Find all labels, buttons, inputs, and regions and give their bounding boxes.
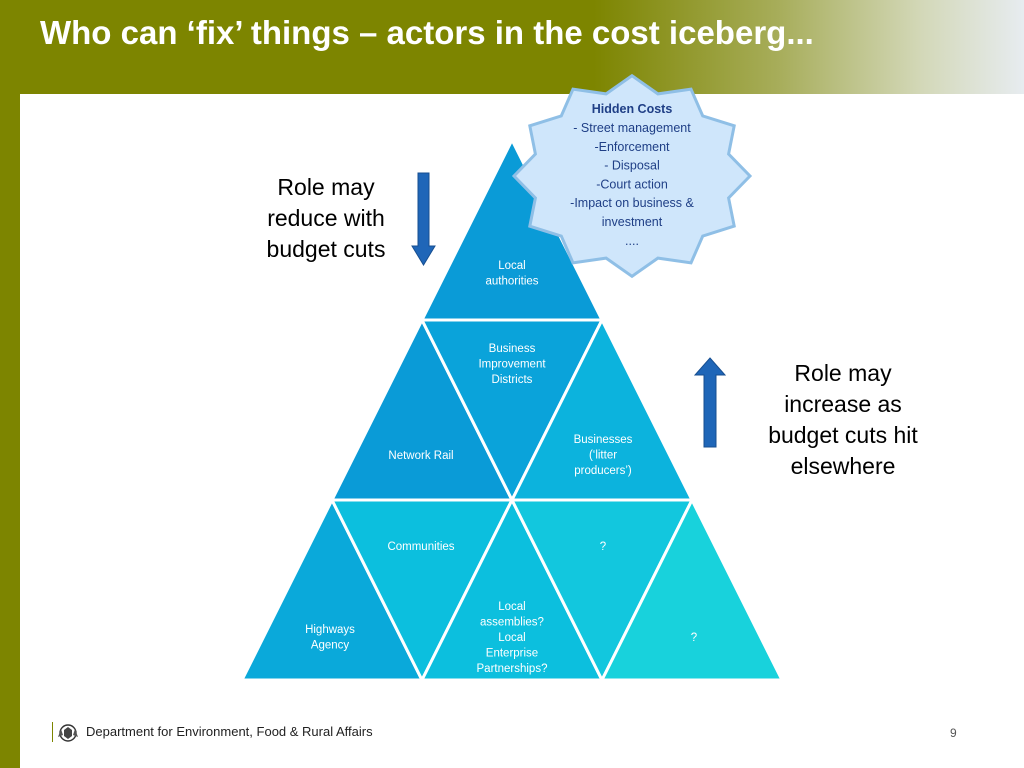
arrow-down-icon <box>411 172 436 266</box>
royal-crest-icon <box>58 724 78 742</box>
slide-title: Who can ‘fix’ things – actors in the cos… <box>40 14 814 51</box>
footer-divider <box>52 722 53 742</box>
hidden-cost-item: - Disposal <box>604 159 660 173</box>
hidden-cost-item: - Street management <box>573 121 691 135</box>
page-number: 9 <box>950 726 957 740</box>
left-accent-band <box>0 0 20 768</box>
department-name: Department for Environment, Food & Rural… <box>86 724 373 739</box>
hidden-cost-item: investment <box>602 215 663 229</box>
label-unknown-top: ? <box>600 541 606 553</box>
increase-annotation: Role may increase as budget cuts hit els… <box>768 360 918 479</box>
hidden-cost-item: -Court action <box>596 177 668 191</box>
label-unknown-bottom: ? <box>691 632 697 644</box>
reduce-annotation: Role may reduce with budget cuts <box>266 174 386 262</box>
hidden-cost-item: .... <box>625 234 639 248</box>
hidden-cost-item: -Impact on business & <box>570 196 694 210</box>
title-bar: Who can ‘fix’ things – actors in the cos… <box>0 0 1024 94</box>
hidden-costs-heading: Hidden Costs <box>592 102 673 116</box>
cell-unknown-bottom <box>599 496 785 682</box>
actor-pyramid <box>239 136 785 684</box>
arrow-up-icon <box>693 357 727 448</box>
label-communities: Communities <box>387 541 454 553</box>
label-network-rail: Network Rail <box>388 450 453 462</box>
hidden-costs-text: Hidden Costs - Street management -Enforcem… <box>570 102 694 248</box>
hidden-cost-item: -Enforcement <box>594 140 670 154</box>
hidden-costs-callout <box>511 73 753 279</box>
